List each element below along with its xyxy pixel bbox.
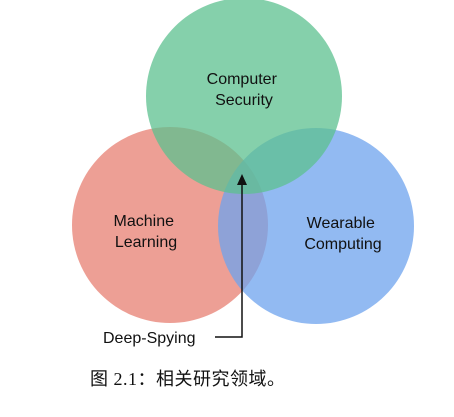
label-machine-learning: Machine Learning bbox=[114, 213, 179, 251]
callout-line bbox=[215, 182, 243, 338]
callout-arrowhead-icon bbox=[237, 174, 247, 185]
label-machine-learning-line-2: Learning bbox=[115, 234, 177, 251]
callout-label: Deep-Spying bbox=[103, 330, 196, 347]
label-machine-learning-line-1: Machine bbox=[114, 213, 175, 230]
label-computer-security-line-2: Security bbox=[215, 92, 273, 109]
label-wearable-computing-line-2: Computing bbox=[304, 236, 381, 253]
deep-spying-callout: Deep-Spying bbox=[103, 174, 247, 347]
label-wearable-computing-line-1: Wearable bbox=[307, 215, 375, 232]
label-computer-security: Computer Security bbox=[207, 71, 282, 109]
venn-svg: Computer Security Machine Learning Weara… bbox=[72, 0, 414, 347]
label-wearable-computing: Wearable Computing bbox=[304, 215, 381, 253]
label-computer-security-line-1: Computer bbox=[207, 71, 278, 88]
figure-caption: 图 2.1：相关研究领域。 bbox=[90, 369, 286, 389]
circle-computer-security bbox=[146, 0, 342, 194]
